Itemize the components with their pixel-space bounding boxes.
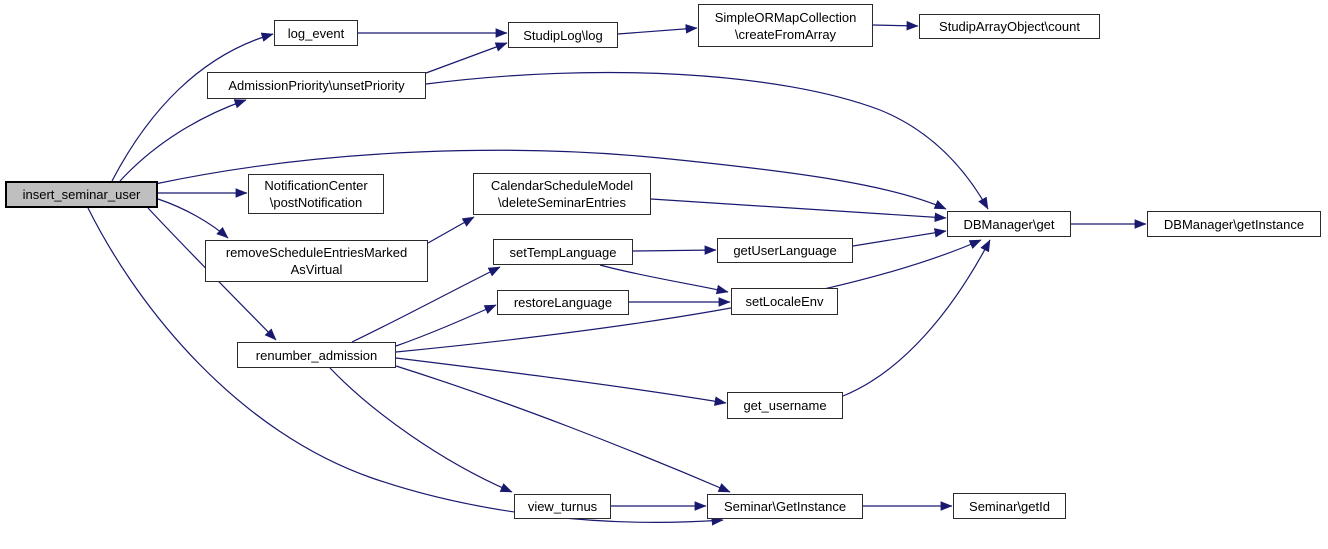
- edge-get-username-to-db-manager-get: [842, 239, 991, 397]
- edge-insert-seminar-user-to-admission-priority-unset-priority: [119, 99, 247, 182]
- edge-insert-seminar-user-to-db-manager-get: [154, 149, 947, 210]
- edge-set-temp-language-to-get-user-language: [632, 245, 717, 255]
- node-get-username[interactable]: get_username: [727, 392, 843, 419]
- node-renumber-admission[interactable]: renumber_admission: [237, 342, 396, 368]
- node-seminar-get-instance[interactable]: Seminar\GetInstance: [707, 494, 863, 519]
- edge-studip-log-log-to-simple-or-map-collection-create-from-array: [617, 24, 698, 35]
- edge-calendar-schedule-model-delete-seminar-entries-to-db-manager-get: [650, 198, 947, 223]
- edge-renumber-admission-to-db-manager-get: [395, 239, 982, 353]
- edge-set-temp-language-to-set-locale-env: [599, 264, 729, 295]
- node-studip-log-log[interactable]: StudipLog\log: [508, 22, 618, 48]
- node-insert-seminar-user[interactable]: insert_seminar_user: [5, 181, 158, 208]
- edge-simple-or-map-collection-create-from-array-to-studip-array-object-count: [872, 20, 919, 31]
- edge-renumber-admission-to-set-temp-language: [351, 266, 501, 343]
- node-studip-array-object-count[interactable]: StudipArrayObject\count: [919, 14, 1100, 39]
- edge-admission-priority-unset-priority-to-studip-log-log: [425, 42, 508, 74]
- node-restore-language[interactable]: restoreLanguage: [497, 290, 629, 315]
- edge-insert-seminar-user-to-remove-schedule-entries-marked-as-virtual: [157, 198, 229, 239]
- node-set-temp-language[interactable]: setTempLanguage: [493, 239, 633, 265]
- node-view-turnus[interactable]: view_turnus: [514, 494, 611, 519]
- edge-insert-seminar-user-to-seminar-get-instance: [87, 207, 724, 526]
- node-db-manager-get-instance[interactable]: DBManager\getInstance: [1147, 211, 1321, 237]
- node-simple-or-map-collection-create-from-array[interactable]: SimpleORMapCollection \createFromArray: [698, 4, 873, 47]
- edge-renumber-admission-to-view-turnus: [329, 367, 513, 493]
- edge-renumber-admission-to-restore-language: [395, 304, 497, 347]
- node-seminar-get-id[interactable]: Seminar\getId: [953, 493, 1066, 519]
- edge-admission-priority-unset-priority-to-db-manager-get: [425, 71, 989, 210]
- edge-renumber-admission-to-get-username: [395, 357, 727, 406]
- edge-insert-seminar-user-to-log-event: [111, 32, 274, 182]
- node-admission-priority-unset-priority[interactable]: AdmissionPriority\unsetPriority: [207, 72, 426, 99]
- edge-remove-schedule-entries-marked-as-virtual-to-calendar-schedule-model-delete-seminar-entries: [427, 216, 475, 244]
- node-db-manager-get[interactable]: DBManager\get: [947, 211, 1071, 237]
- node-remove-schedule-entries-marked-as-virtual[interactable]: removeScheduleEntriesMarked AsVirtual: [205, 240, 428, 282]
- node-set-locale-env[interactable]: setLocaleEnv: [731, 288, 838, 315]
- edge-get-user-language-to-db-manager-get: [852, 228, 947, 247]
- edge-renumber-admission-to-seminar-get-instance: [395, 365, 731, 493]
- node-calendar-schedule-model-delete-seminar-entries[interactable]: CalendarScheduleModel \deleteSeminarEntr…: [473, 173, 651, 215]
- node-log-event[interactable]: log_event: [274, 20, 358, 46]
- node-get-user-language[interactable]: getUserLanguage: [717, 238, 853, 263]
- node-notification-center-post-notification[interactable]: NotificationCenter \postNotification: [248, 174, 384, 214]
